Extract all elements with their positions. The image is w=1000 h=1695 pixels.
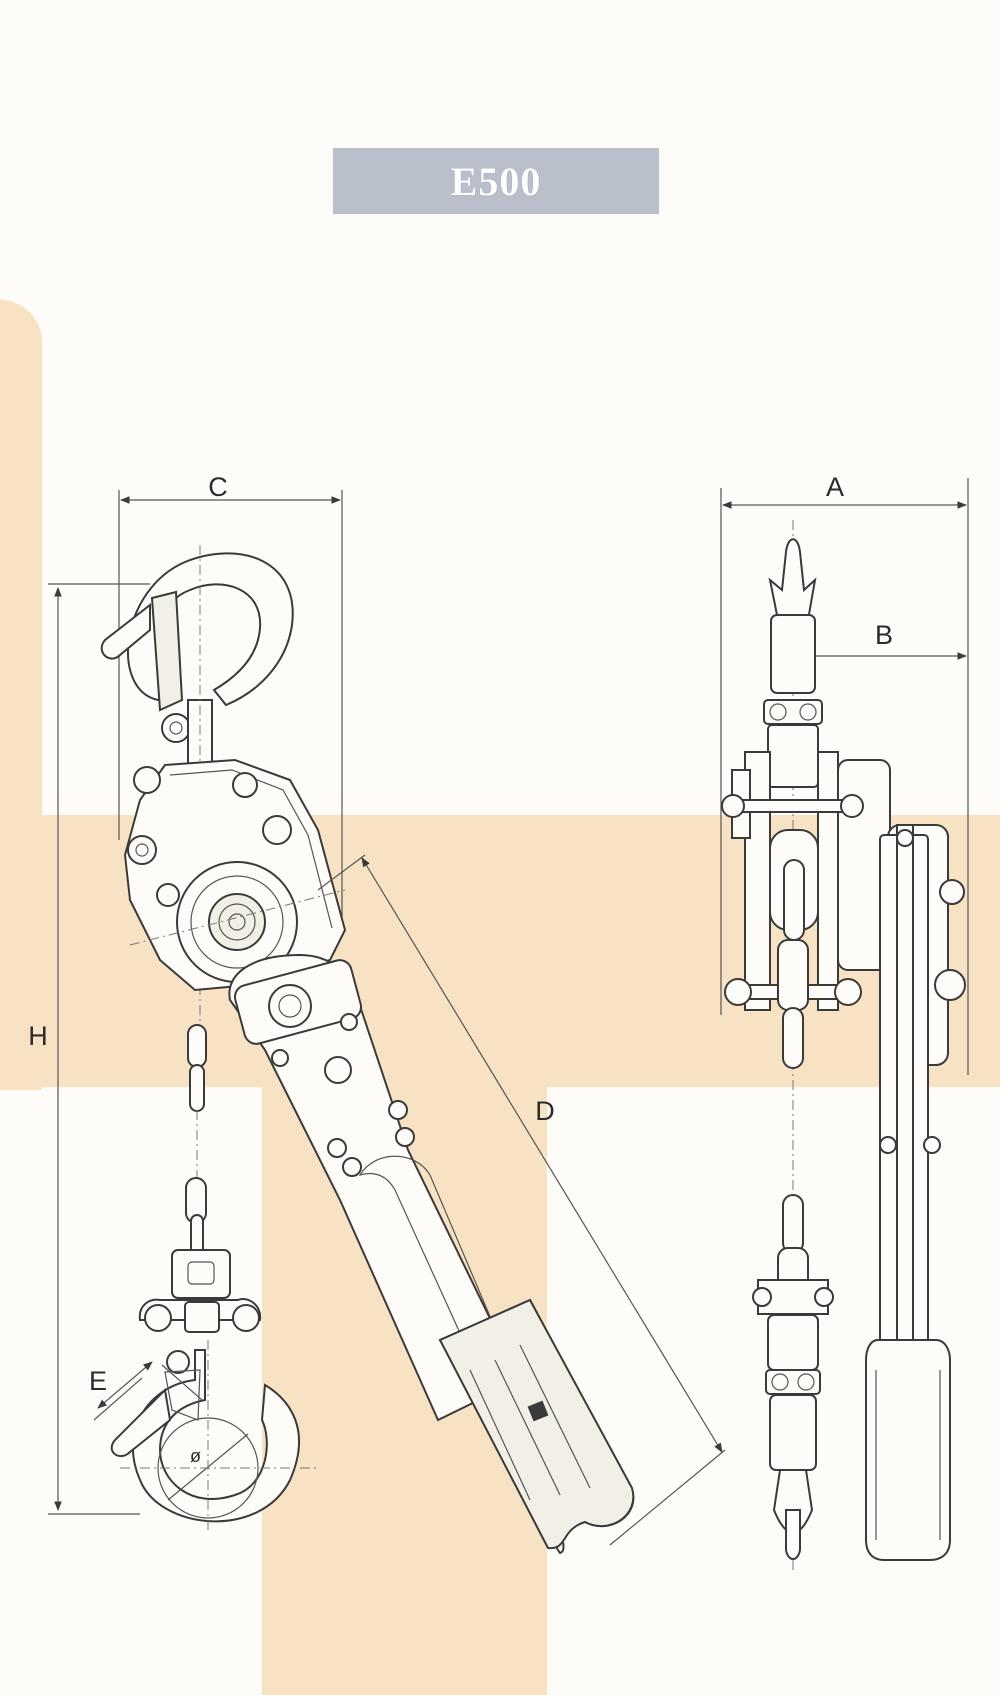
dim-d-extension-top: [317, 854, 366, 891]
dim-e-line: [97, 1361, 153, 1409]
load-chain: [185, 1024, 207, 1256]
hoist-housing: [123, 758, 347, 992]
top-hook: [100, 552, 294, 771]
dim-d-line: [361, 857, 723, 1453]
dim-label-h: H: [28, 1021, 48, 1051]
dim-d-extension-bottom: [609, 1449, 726, 1546]
dim-label-b: B: [875, 620, 893, 650]
dim-label-c: C: [208, 472, 228, 502]
dim-e-extension-right: [161, 1364, 203, 1401]
model-title: E500: [450, 158, 542, 204]
dim-label-phi: ø: [190, 1446, 201, 1466]
dim-label-e: E: [89, 1366, 107, 1396]
dim-label-d: D: [535, 1096, 555, 1126]
side-view: A B: [720, 472, 969, 1570]
front-view: C H: [28, 472, 726, 1555]
dim-label-a: A: [826, 472, 844, 502]
bottom-hook: ø: [110, 1249, 318, 1530]
model-title-badge: E500: [333, 148, 659, 214]
